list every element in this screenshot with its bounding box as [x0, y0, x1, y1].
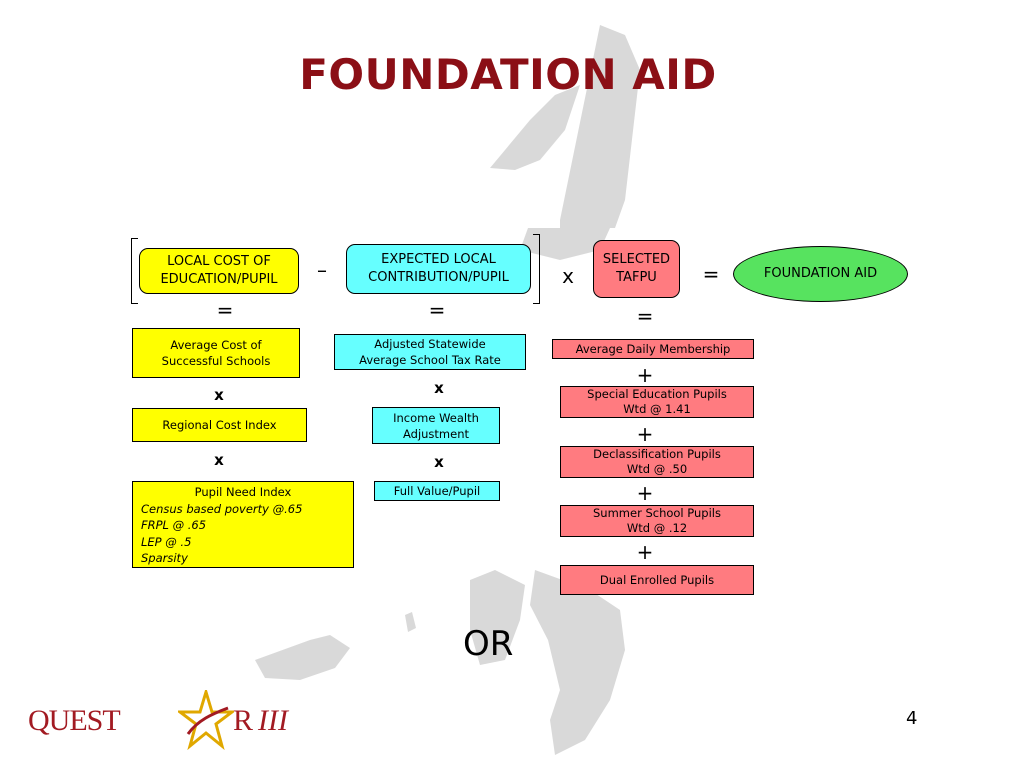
need-item-poverty: Census based poverty @.65	[141, 501, 303, 516]
expected-local-box: EXPECTED LOCAL CONTRIBUTION/PUPIL	[346, 244, 531, 294]
logo-text-right: R	[233, 704, 254, 737]
selected-tafpu-box: SELECTED TAFPU	[593, 240, 680, 298]
need-item-sparsity: Sparsity	[141, 551, 188, 565]
equals-sign-left: =	[216, 298, 234, 322]
plus-sign-3: +	[636, 481, 654, 505]
need-item-lep: LEP @ .5	[141, 534, 192, 549]
income-wealth-box: Income Wealth Adjustment	[372, 407, 500, 444]
equals-sign-middle: =	[428, 298, 446, 322]
times-sign-left-1: x	[214, 386, 224, 404]
avg-cost-box: Average Cost of Successful Schools	[132, 328, 300, 378]
times-sign-middle-2: x	[434, 453, 444, 471]
special-ed-box: Special Education Pupils Wtd @ 1.41	[560, 386, 754, 418]
need-item-frpl: FRPL @ .65	[141, 518, 207, 532]
adjusted-tax-rate-box: Adjusted Statewide Average School Tax Ra…	[334, 334, 526, 370]
regional-cost-box: Regional Cost Index	[132, 408, 307, 442]
logo-text-left: QUEST	[28, 704, 121, 737]
plus-sign-1: +	[636, 363, 654, 387]
plus-sign-4: +	[636, 540, 654, 564]
times-sign-left-2: x	[214, 451, 224, 469]
right-bracket	[533, 234, 540, 304]
adm-box: Average Daily Membership	[552, 339, 754, 359]
times-operator: x	[562, 264, 574, 288]
equals-sign-right: =	[636, 304, 654, 328]
times-sign-middle-1: x	[434, 379, 444, 397]
page-title: FOUNDATION AID	[299, 50, 717, 99]
questar-logo: QUEST R III	[28, 690, 318, 750]
minus-operator: –	[317, 258, 327, 282]
logo-numeral: III	[258, 704, 288, 737]
foundation-aid-oval: FOUNDATION AID	[733, 246, 908, 302]
summer-school-box: Summer School Pupils Wtd @ .12	[560, 505, 754, 537]
star-icon	[178, 690, 234, 750]
local-cost-box: LOCAL COST OF EDUCATION/PUPIL	[139, 248, 299, 294]
pupil-need-box: Pupil Need Index Census based poverty @.…	[132, 481, 354, 568]
equals-operator: =	[702, 262, 720, 286]
declassification-box: Declassification Pupils Wtd @ .50	[560, 446, 754, 478]
pupil-need-header: Pupil Need Index	[194, 485, 292, 499]
dual-enrolled-box: Dual Enrolled Pupils	[560, 565, 754, 595]
page-number: 4	[906, 708, 918, 729]
full-value-box: Full Value/Pupil	[374, 481, 500, 501]
or-text: OR	[463, 624, 514, 664]
left-bracket	[131, 238, 138, 304]
plus-sign-2: +	[636, 422, 654, 446]
